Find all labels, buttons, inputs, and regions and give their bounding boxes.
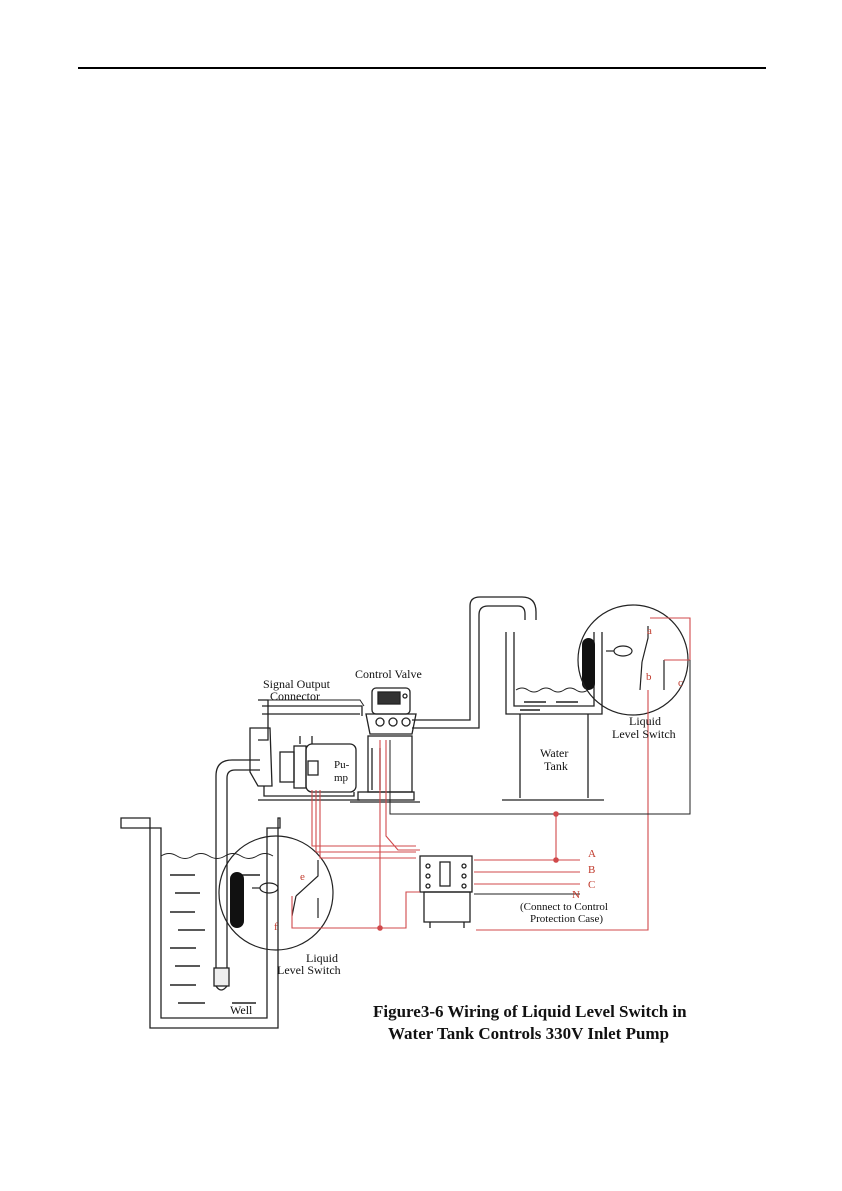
terminal-A: A	[588, 848, 596, 860]
figure-caption-line-2: Water Tank Controls 330V Inlet Pump	[388, 1024, 669, 1043]
neutral-wire	[262, 660, 690, 894]
contactor	[420, 856, 472, 928]
terminal-N: N	[572, 889, 580, 901]
well-float	[230, 872, 244, 928]
control-valve	[350, 688, 420, 802]
label-connect-1: (Connect to Control	[520, 901, 608, 913]
terminal-f: f	[274, 921, 278, 933]
terminal-B: B	[588, 864, 595, 876]
red-wiring	[292, 618, 690, 930]
label-tank-switch-1: Liquid	[629, 714, 661, 728]
label-connect-2: Protection Case)	[530, 913, 603, 925]
label-signal-connector: Connector	[270, 689, 320, 703]
terminal-C: C	[588, 879, 595, 891]
terminal-a: a	[647, 625, 652, 637]
terminal-c: c	[678, 677, 683, 689]
junction-dot	[377, 925, 383, 931]
terminal-e: e	[300, 871, 305, 883]
label-pump-2: mp	[334, 772, 349, 784]
figure-caption-line-1: Figure3-6 Wiring of Liquid Level Switch …	[373, 1002, 687, 1021]
junction-dot	[553, 857, 559, 863]
label-tank-switch-2: Level Switch	[612, 727, 676, 741]
label-water-tank-1: Water	[540, 746, 568, 760]
label-well: Well	[230, 1003, 253, 1017]
tank-float	[582, 638, 595, 690]
terminal-b: b	[646, 671, 652, 683]
label-water-tank-2: Tank	[544, 759, 568, 773]
label-well-switch-2: Level Switch	[277, 963, 341, 977]
junction-dot	[553, 811, 559, 817]
label-pump-1: Pu-	[334, 759, 350, 771]
well	[121, 818, 280, 1028]
label-control-valve: Control Valve	[355, 667, 422, 681]
